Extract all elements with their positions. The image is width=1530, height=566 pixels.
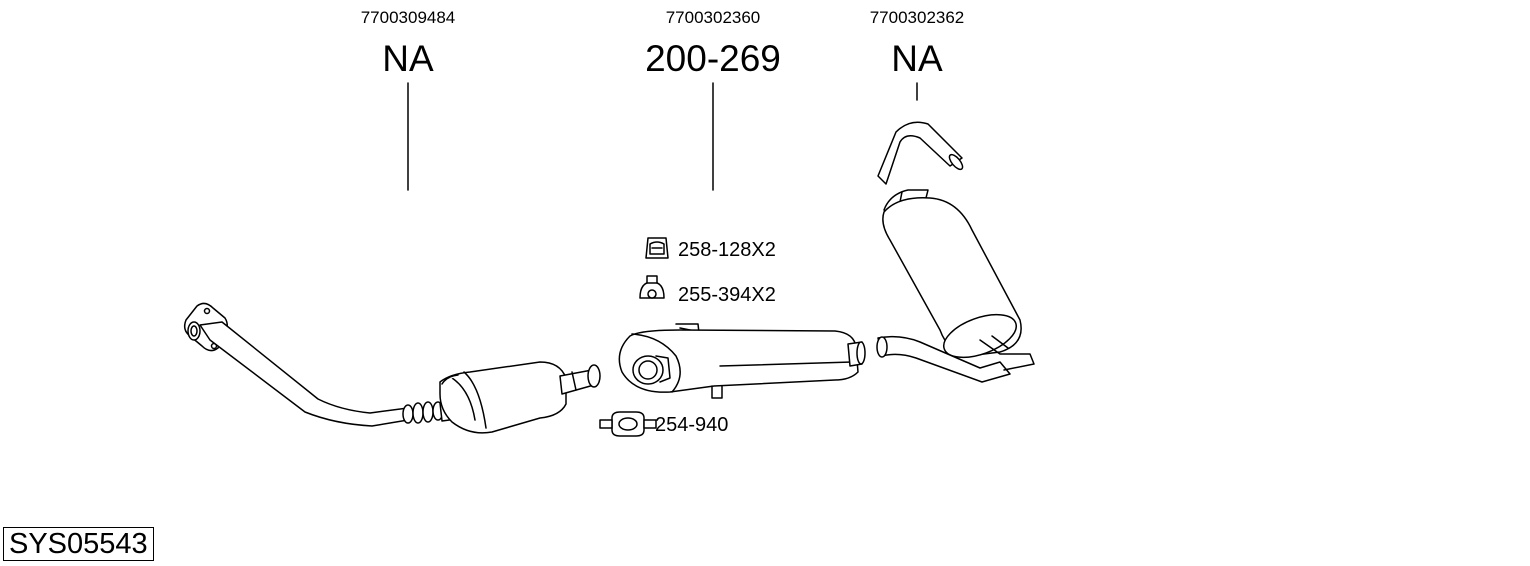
ref-number-rear-silencer: NA bbox=[891, 38, 943, 79]
pipe-clamp-icon bbox=[599, 411, 657, 437]
oem-number-rear-silencer: 7700302362 bbox=[869, 8, 965, 27]
center-silencer bbox=[618, 323, 866, 399]
front-pipe-catalytic-converter bbox=[183, 302, 601, 434]
rubber-mount-icon bbox=[639, 275, 665, 299]
accessory-label-clamp: 254-940 bbox=[655, 414, 729, 436]
rear-silencer bbox=[876, 121, 1035, 383]
accessory-label-mount: 255-394X2 bbox=[678, 284, 776, 306]
ref-number-center-silencer: 200-269 bbox=[645, 38, 781, 79]
rubber-hanger-icon bbox=[645, 237, 669, 259]
oem-number-front-pipe: 7700309484 bbox=[360, 8, 456, 27]
ref-number-front-pipe: NA bbox=[382, 38, 434, 79]
accessory-label-hanger: 258-128X2 bbox=[678, 239, 776, 261]
system-code-box: SYS05543 bbox=[3, 527, 154, 561]
oem-number-center-silencer: 7700302360 bbox=[665, 8, 761, 27]
